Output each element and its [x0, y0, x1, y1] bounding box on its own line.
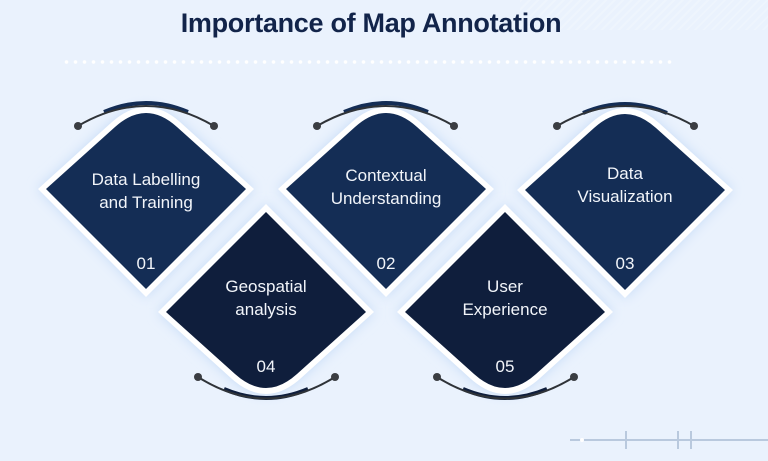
card-02-label-line1: Contextual [345, 166, 427, 185]
card-05-shape [397, 204, 613, 400]
card-05-number: 05 [495, 357, 515, 376]
arc-icon [197, 376, 336, 400]
arc-icon [77, 105, 215, 127]
card-01-label-line2: and Training [99, 193, 193, 212]
card-04-shape [158, 204, 374, 400]
card-04-label: Geospatial analysis [176, 275, 356, 321]
card-02-number: 02 [376, 254, 396, 273]
timeline-dot [580, 438, 584, 442]
timeline-tick [625, 431, 627, 449]
arc-icon [316, 105, 455, 127]
card-05-label-line2: Experience [462, 300, 548, 319]
card-04-label-line1: Geospatial [225, 277, 307, 296]
dotted-divider [62, 60, 676, 64]
card-04-label-line2: analysis [235, 300, 297, 319]
card-01-label-line1: Data Labelling [91, 170, 201, 189]
card-02-label-line2: Understanding [330, 189, 442, 208]
card-03-shape [517, 102, 733, 298]
card-05-label: User Experience [415, 275, 595, 321]
card-02-shape [278, 101, 494, 297]
card-03-label: Data Visualization [535, 162, 715, 208]
card-03-label-line1: Data [607, 164, 643, 183]
page-title: Importance of Map Annotation [180, 8, 562, 38]
card-01-shape [38, 101, 254, 297]
card-02-label: Contextual Understanding [296, 164, 476, 210]
card-05-label-line1: User [487, 277, 523, 296]
decorative-stripes [520, 0, 768, 30]
arc-icon [436, 376, 575, 400]
card-03-label-line2: Visualization [577, 187, 673, 206]
decorative-timeline [570, 431, 768, 449]
card-03-number: 03 [615, 254, 635, 273]
timeline-tick [690, 431, 692, 449]
card-04-number: 04 [256, 357, 276, 376]
card-01-label: Data Labelling and Training [56, 168, 236, 214]
arc-icon [556, 105, 695, 127]
card-01-number: 01 [136, 254, 156, 273]
timeline-tick [677, 431, 679, 449]
